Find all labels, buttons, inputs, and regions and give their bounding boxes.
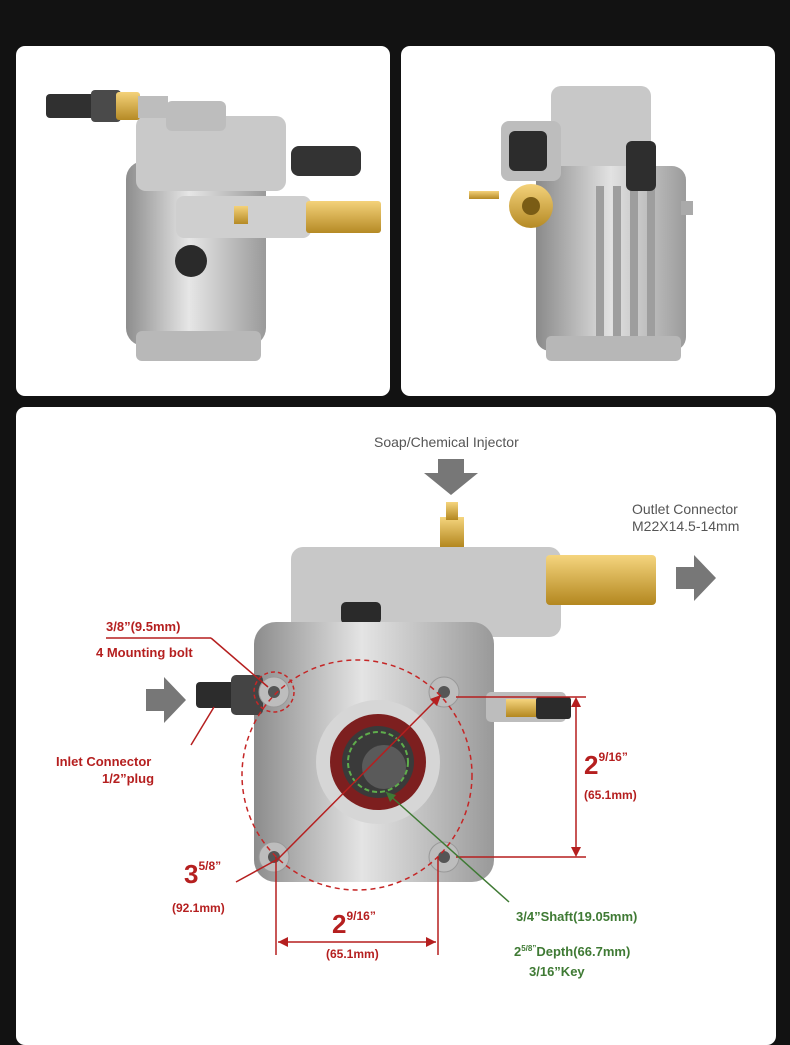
- pump-dimension-diagram: Soap/Chemical Injector Outlet Connector …: [16, 407, 776, 1045]
- arrow-right-icon: [676, 555, 716, 601]
- height-mm: (65.1mm): [584, 788, 637, 802]
- pump-side-illustration: [46, 90, 381, 361]
- outlet-connector-label: Outlet Connector: [632, 501, 738, 517]
- pump-rear-illustration: [469, 86, 693, 361]
- outlet-spec-label: M22X14.5-14mm: [632, 518, 740, 534]
- depth-whole: 2: [514, 944, 522, 959]
- shaft-label: 3/4”Shaft(19.05mm): [516, 909, 638, 924]
- diagonal-dimension: 35/8”: [184, 859, 221, 890]
- inlet-connector-label: Inlet Connector: [56, 754, 152, 769]
- width-whole: 2: [332, 909, 347, 939]
- height-whole: 2: [584, 750, 599, 780]
- mounting-bolt-label: 4 Mounting bolt: [96, 645, 193, 660]
- height-frac: 9/16”: [598, 750, 628, 764]
- height-dimension: 29/16”: [584, 750, 628, 781]
- diag-mm: (92.1mm): [172, 901, 225, 915]
- diagram-graphics: [106, 502, 656, 955]
- arrow-down-icon: [424, 459, 478, 495]
- pump-photo-side: [16, 46, 390, 396]
- bolt-size-label: 3/8”(9.5mm): [106, 619, 181, 634]
- depth-label: 25/8”Depth(66.7mm): [514, 944, 630, 959]
- key-label: 3/16”Key: [529, 964, 585, 979]
- inlet-plug-label: 1/2”plug: [102, 771, 155, 786]
- soap-injector-label: Soap/Chemical Injector: [374, 434, 519, 450]
- diag-whole: 3: [184, 859, 199, 889]
- depth-frac: 5/8”: [521, 944, 537, 953]
- arrow-right-icon: [146, 677, 186, 723]
- diag-frac: 5/8”: [198, 859, 222, 873]
- width-mm: (65.1mm): [326, 947, 379, 961]
- width-frac: 9/16”: [346, 909, 376, 923]
- pump-photo-rear: [401, 46, 775, 396]
- width-dimension: 29/16”: [332, 909, 376, 940]
- depth-text: Depth(66.7mm): [536, 944, 631, 959]
